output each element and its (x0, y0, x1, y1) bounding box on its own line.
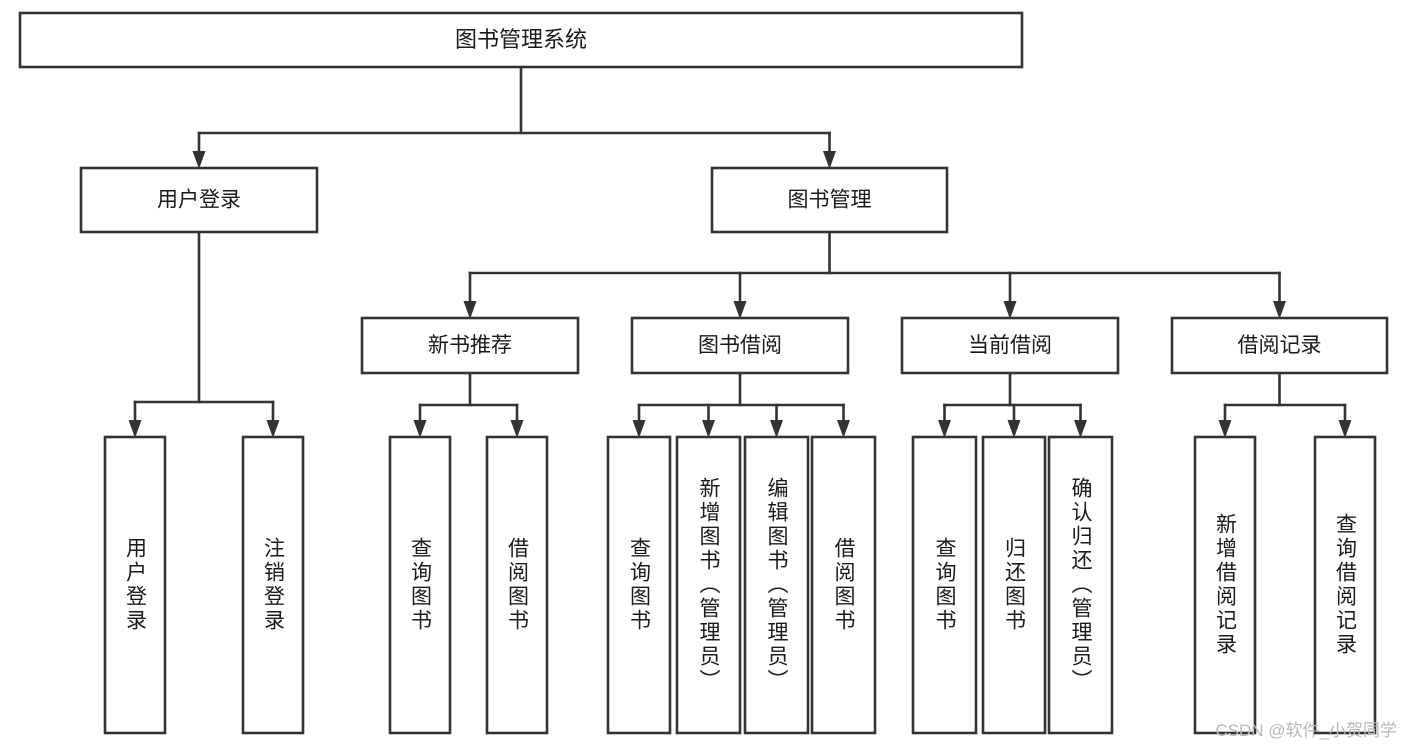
node-leaf-query-book-3[interactable] (911, 435, 978, 735)
connector-edges (128, 65, 1352, 438)
arrowhead-icon (510, 420, 524, 438)
connector-from-new-book-rec (413, 371, 524, 438)
arrowhead-icon (1273, 301, 1286, 319)
node-leaf-query-record[interactable] (1313, 435, 1377, 735)
arrowhead-icon (733, 301, 747, 319)
node-leaf-query-book-1[interactable] (388, 435, 452, 735)
connector-from-book-borrow (632, 371, 850, 438)
arrowhead-icon (938, 420, 951, 438)
node-label: 借阅记录 (1238, 334, 1322, 357)
node-current-borrow[interactable]: 当前借阅 (900, 316, 1120, 375)
node-label: 图书管理系统 (455, 27, 587, 52)
node-borrow-record[interactable]: 借阅记录 (1170, 316, 1389, 375)
arrowhead-icon (1338, 420, 1352, 438)
node-label: 新书推荐 (428, 334, 512, 357)
arrowhead-icon (702, 420, 715, 438)
connector-from-user-login (128, 230, 280, 438)
node-label: 图书管理 (788, 189, 872, 212)
arrowhead-icon (1218, 420, 1232, 438)
node-leaf-add-book[interactable] (675, 435, 742, 735)
csdn-watermark: CSDN @软件_小贺同学 (1215, 721, 1397, 740)
arrowhead-icon (413, 420, 427, 438)
connector-from-root (192, 65, 836, 169)
node-leaf-user-login[interactable] (103, 435, 167, 735)
connector-from-current-borrow (938, 371, 1087, 438)
node-root-system[interactable]: 图书管理系统 (18, 11, 1024, 69)
arrowhead-icon (823, 151, 836, 169)
node-book-borrow[interactable]: 图书借阅 (630, 316, 850, 375)
arrowhead-icon (1074, 420, 1087, 438)
node-leaf-borrow-book-1[interactable] (485, 435, 549, 735)
connector-from-borrow-record (1218, 371, 1352, 438)
node-leaf-logout[interactable] (241, 435, 305, 735)
node-new-book-rec[interactable]: 新书推荐 (360, 316, 580, 375)
node-label: 当前借阅 (968, 334, 1052, 357)
node-leaf-borrow-book-2[interactable] (810, 435, 877, 735)
node-leaf-query-book-2[interactable] (606, 435, 672, 735)
arrowhead-icon (632, 420, 646, 438)
arrowhead-icon (770, 420, 783, 438)
node-user-login[interactable]: 用户登录 (79, 166, 319, 234)
node-leaf-confirm-return[interactable] (1047, 435, 1114, 735)
node-leaf-return-book[interactable] (981, 435, 1047, 735)
arrowhead-icon (266, 420, 280, 438)
arrowhead-icon (128, 420, 142, 438)
node-label: 图书借阅 (698, 334, 782, 357)
arrowhead-icon (1003, 301, 1017, 319)
node-book-manage[interactable]: 图书管理 (710, 166, 949, 234)
node-label: 用户登录 (157, 189, 241, 212)
arrowhead-icon (837, 420, 850, 438)
connector-from-book-manage (463, 230, 1286, 319)
arrowhead-icon (192, 151, 206, 169)
node-leaf-edit-book[interactable] (743, 435, 810, 735)
node-leaf-add-record[interactable] (1193, 435, 1257, 735)
arrowhead-icon (463, 301, 477, 319)
arrowhead-icon (1007, 420, 1021, 438)
